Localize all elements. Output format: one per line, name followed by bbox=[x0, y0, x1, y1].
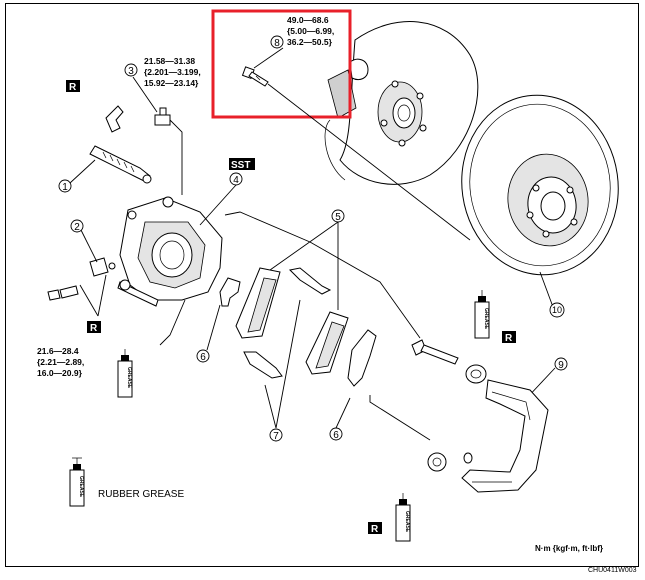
svg-text:GREASE: GREASE bbox=[404, 511, 410, 533]
caliper-bracket-bolt bbox=[241, 66, 269, 87]
svg-text:{2.201—3.199,: {2.201—3.199, bbox=[144, 67, 201, 77]
replace-badge-2: R bbox=[87, 321, 101, 334]
svg-text:R: R bbox=[90, 323, 98, 334]
rubber-grease-legend: RUBBER GREASE bbox=[98, 489, 184, 500]
svg-text:49.0—68.6: 49.0—68.6 bbox=[287, 15, 329, 25]
svg-text:9: 9 bbox=[558, 360, 564, 371]
svg-text:16.0—20.9}: 16.0—20.9} bbox=[37, 368, 83, 378]
svg-text:R: R bbox=[371, 524, 379, 535]
pad-shim-outer bbox=[347, 329, 377, 387]
hub-knuckle-assembly bbox=[324, 21, 479, 185]
callout-7: 7 bbox=[269, 428, 283, 442]
svg-text:10: 10 bbox=[552, 305, 562, 315]
svg-text:15.92—23.14}: 15.92—23.14} bbox=[144, 78, 199, 88]
svg-text:GREASE: GREASE bbox=[483, 308, 489, 330]
callout-10: 10 bbox=[549, 302, 565, 318]
guide-pin-washer bbox=[463, 452, 473, 464]
svg-text:GREASE: GREASE bbox=[126, 367, 132, 389]
svg-text:{2.21—2.89,: {2.21—2.89, bbox=[37, 357, 84, 367]
brake-pad-inner bbox=[235, 267, 281, 339]
grease-icon-legend: GREASE bbox=[69, 457, 85, 507]
torque-spec-part8: 49.0—68.6 {5.00—6.99, 36.2—50.5} bbox=[287, 15, 334, 47]
svg-text:R: R bbox=[69, 82, 77, 93]
svg-text:{5.00—6.99,: {5.00—6.99, bbox=[287, 26, 334, 36]
retaining-clip bbox=[105, 105, 124, 133]
grease-icon-pin: GREASE bbox=[474, 290, 490, 339]
svg-text:5: 5 bbox=[335, 212, 341, 223]
callout-6-left: 6 bbox=[196, 349, 210, 363]
grease-icon-caliper: GREASE bbox=[117, 349, 133, 398]
callout-4: 4 bbox=[229, 172, 243, 186]
pad-clip-upper bbox=[288, 267, 332, 295]
brake-disc bbox=[461, 94, 619, 276]
callout-6-right: 6 bbox=[329, 427, 343, 441]
replace-badge-3: R bbox=[502, 331, 516, 344]
callout-9: 9 bbox=[554, 357, 568, 371]
highlight-box bbox=[211, 9, 352, 119]
brake-hose bbox=[89, 145, 152, 184]
replace-badge-4: R bbox=[368, 522, 382, 535]
sst-badge: SST bbox=[229, 158, 255, 171]
guide-pin-boot-lower bbox=[427, 452, 447, 472]
svg-text:36.2—50.5}: 36.2—50.5} bbox=[287, 37, 333, 47]
caliper-body bbox=[119, 196, 223, 301]
svg-text:6: 6 bbox=[200, 352, 206, 363]
caliper-bracket bbox=[461, 379, 549, 493]
grease-icon-bracket: GREASE bbox=[395, 493, 411, 542]
brake-pad-outer bbox=[305, 311, 349, 375]
units-note: N·m {kgf·m, ft·lbf} bbox=[535, 544, 603, 553]
svg-text:GREASE: GREASE bbox=[78, 476, 84, 498]
guide-pin-boot-upper bbox=[465, 364, 487, 384]
callout-3: 3 bbox=[124, 63, 138, 77]
guide-pin-upper bbox=[411, 339, 459, 365]
svg-text:2: 2 bbox=[74, 222, 80, 233]
torque-spec-left-bolt: 21.6—28.4 {2.21—2.89, 16.0—20.9} bbox=[37, 346, 84, 378]
callout-2: 2 bbox=[70, 219, 84, 233]
pad-clip-lower bbox=[243, 351, 283, 379]
svg-text:21.6—28.4: 21.6—28.4 bbox=[37, 346, 79, 356]
svg-text:R: R bbox=[505, 333, 513, 344]
leader-lines bbox=[69, 47, 556, 441]
callout-5: 5 bbox=[331, 209, 345, 223]
svg-text:1: 1 bbox=[62, 182, 68, 193]
svg-text:SST: SST bbox=[231, 160, 250, 171]
svg-text:4: 4 bbox=[233, 175, 239, 186]
svg-text:6: 6 bbox=[333, 430, 339, 441]
callout-8: 8 bbox=[270, 35, 284, 49]
svg-text:8: 8 bbox=[274, 38, 280, 49]
svg-text:21.58—31.38: 21.58—31.38 bbox=[144, 56, 195, 66]
replace-badge-1: R bbox=[66, 80, 80, 93]
svg-text:7: 7 bbox=[273, 431, 279, 442]
svg-text:3: 3 bbox=[128, 66, 134, 77]
caliper-mounting-bolt bbox=[47, 257, 159, 307]
figure-code: CHU0411W003 bbox=[588, 567, 637, 574]
bleeder-screw bbox=[154, 107, 171, 126]
torque-spec-part3: 21.58—31.38 {2.201—3.199, 15.92—23.14} bbox=[144, 56, 201, 88]
pad-shim-inner bbox=[219, 277, 241, 307]
callout-1: 1 bbox=[58, 179, 72, 193]
